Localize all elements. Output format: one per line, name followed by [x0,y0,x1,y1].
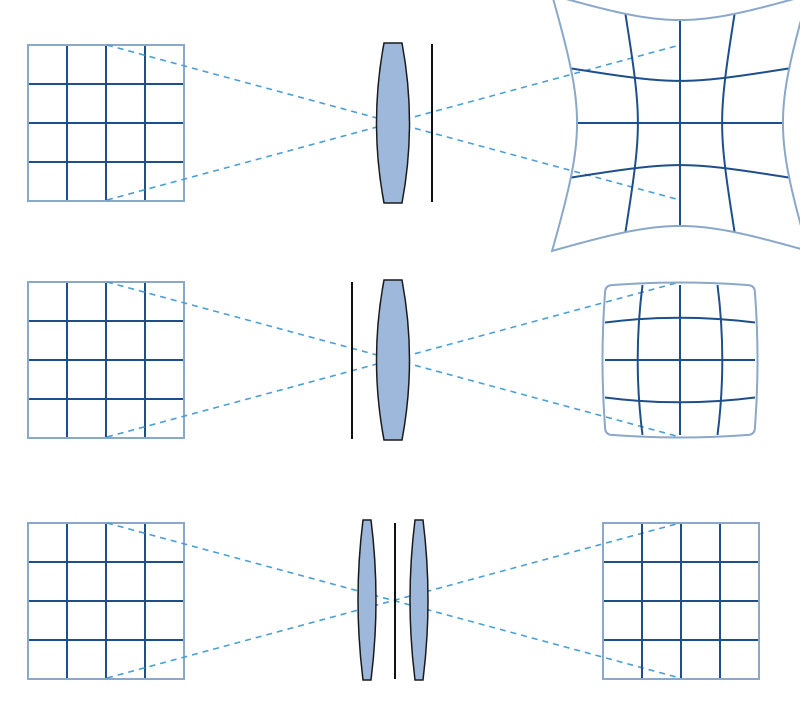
grid-frame [27,44,185,202]
object-grid-3 [27,522,185,680]
object-grid-2 [27,281,185,439]
lens-2 [375,279,411,441]
grid-line [716,284,724,436]
grid-frame [550,0,800,253]
image-grid-undistorted [602,522,760,680]
grid-frame [602,522,760,680]
grid-line [721,13,736,233]
grid-frame [601,281,759,439]
grid-frame [27,522,185,680]
grid-line [604,396,756,404]
image-grid-barrel [601,281,759,439]
lens-1 [375,42,411,204]
grid-frame [27,281,185,439]
grid-line [570,164,790,179]
lens-3b [409,519,429,681]
image-grid-pincushion [550,0,800,253]
object-grid-1 [27,44,185,202]
lens-3a [357,519,377,681]
